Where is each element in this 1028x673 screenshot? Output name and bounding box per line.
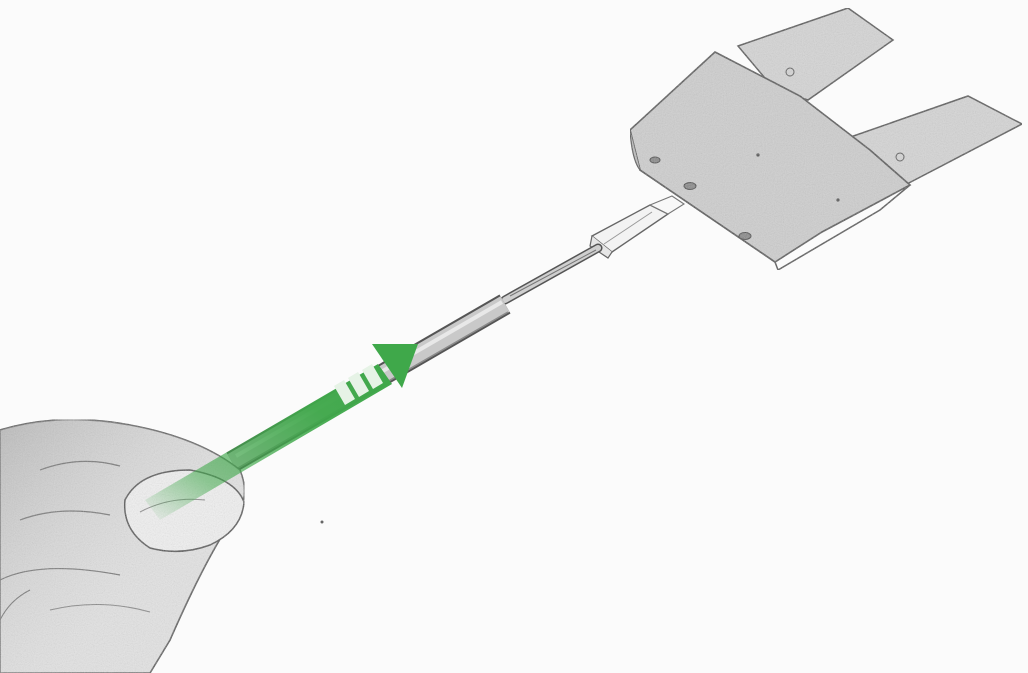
connector-icon [590,196,684,258]
bracket-icon [630,8,1022,270]
hand-icon [0,420,245,673]
direction-arrow-icon [145,344,418,520]
speck [321,521,324,524]
